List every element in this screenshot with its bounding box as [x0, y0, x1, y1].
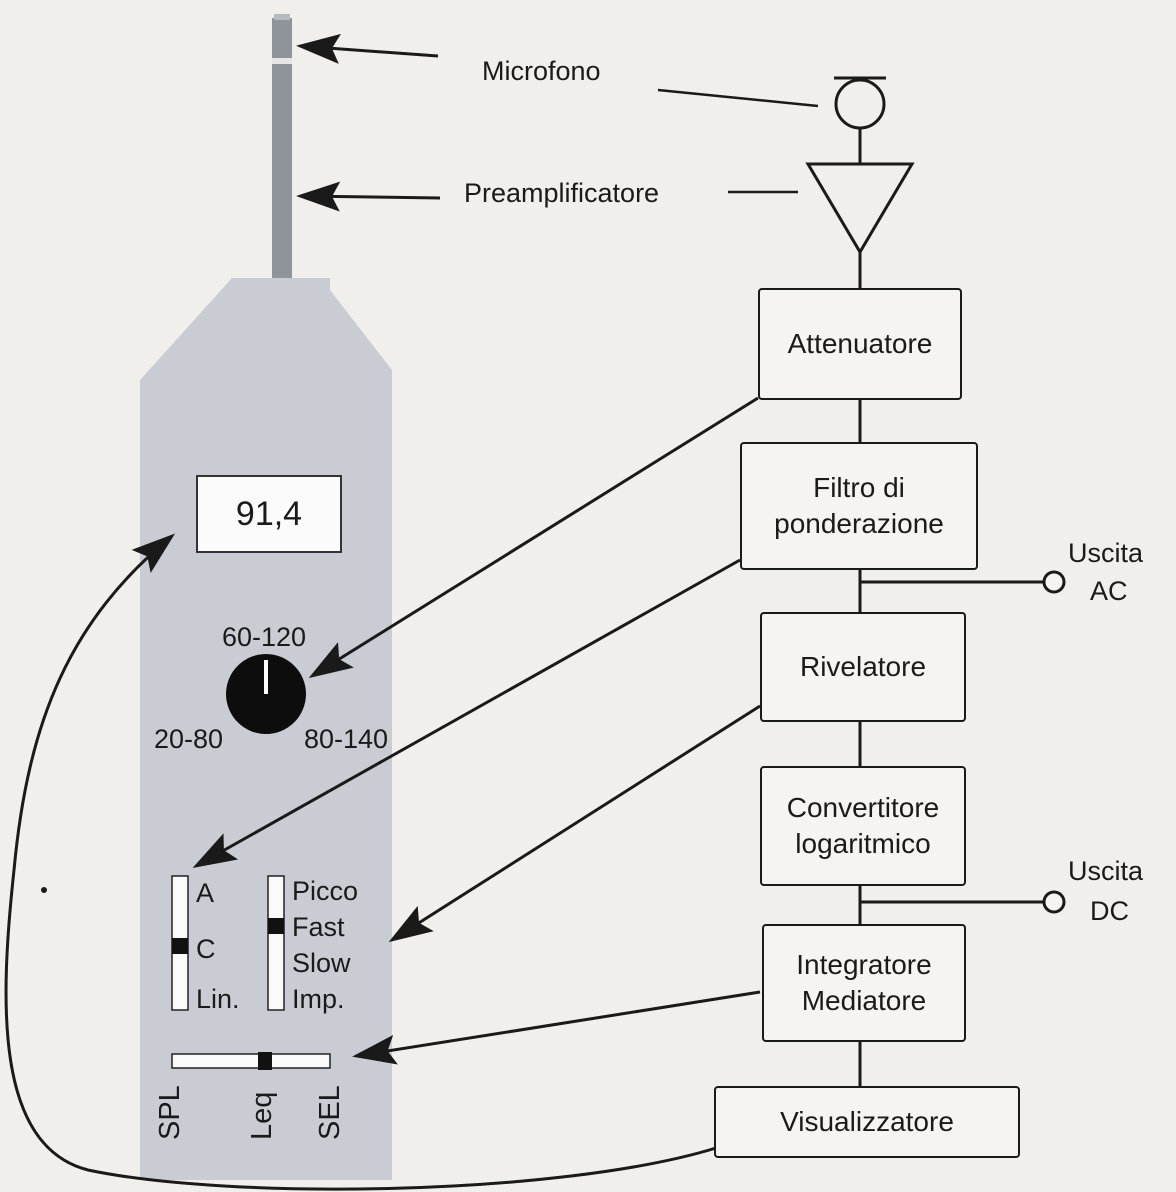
attenuator-to-knob-arrow [308, 396, 759, 679]
detector-label: Rivelatore [799, 650, 927, 682]
mode-option-sel: SEL [314, 1085, 346, 1140]
mode-switch-track [171, 1053, 331, 1069]
meter-reading-value: 91,4 [235, 494, 303, 533]
range-label-top: 60-120 [222, 622, 307, 652]
display-label: Visualizzatore [780, 1105, 954, 1137]
microphone-pointer-arrow [296, 33, 439, 64]
weighting-filter-block: Filtro di ponderazione [740, 442, 978, 570]
time-switch-track [267, 875, 285, 1011]
dc-output-terminal-icon [1042, 890, 1066, 914]
weighting-option-c: C [196, 934, 216, 964]
time-option-fast: Fast [292, 912, 345, 942]
weighting-option-a: A [196, 878, 215, 908]
mode-switch-slider [258, 1052, 272, 1070]
microphone-stem [272, 18, 292, 278]
attenuator-block: Attenuatore [758, 288, 962, 400]
range-label-left: 20-80 [154, 724, 224, 754]
attenuator-label: Attenuatore [787, 327, 933, 359]
detector-to-time-arrow [388, 704, 761, 943]
preamplifier-pointer-arrow [296, 181, 441, 212]
microphone-label: Microfono [482, 56, 601, 86]
time-option-slow: Slow [292, 948, 351, 978]
display-to-reading-arrow [4, 533, 717, 1191]
time-option-imp: Imp. [292, 984, 345, 1014]
preamplifier-symbol-icon [805, 162, 915, 255]
weighting-filter-label-1: Filtro di [813, 471, 905, 503]
integrator-label-2: Mediatore [801, 985, 927, 1016]
log-converter-block: Convertitore logaritmico [760, 766, 966, 886]
ac-output-label-1: Uscita [1068, 538, 1144, 568]
meter-reading-display: 91,4 [196, 475, 342, 553]
time-option-picco: Picco [292, 876, 359, 906]
ac-output-terminal-icon [1042, 570, 1066, 594]
weighting-filter-label-2: ponderazione [774, 508, 944, 539]
display-block: Visualizzatore [714, 1086, 1020, 1158]
mode-option-spl: SPL [154, 1085, 186, 1140]
integrator-block: Integratore Mediatore [762, 924, 966, 1042]
dc-output-label-2: DC [1090, 896, 1129, 926]
preamplifier-label: Preamplificatore [464, 178, 660, 208]
range-label-right: 80-140 [304, 724, 389, 754]
integrator-to-mode-arrow [352, 990, 761, 1065]
dc-output-label-1: Uscita [1068, 856, 1144, 886]
filter-to-weighting-arrow [192, 558, 741, 868]
time-switch-slider [268, 918, 284, 934]
weighting-option-lin: Lin. [196, 984, 240, 1014]
mode-option-leq: Leq [246, 1091, 278, 1140]
log-converter-label-1: Convertitore [786, 791, 940, 823]
integrator-label-1: Integratore [796, 948, 932, 980]
ac-output-label-2: AC [1090, 576, 1128, 606]
weighting-switch-slider [172, 938, 188, 954]
detector-block: Rivelatore [760, 612, 966, 722]
microphone-symbol-icon [834, 76, 886, 130]
log-converter-label-2: logaritmico [795, 828, 931, 859]
